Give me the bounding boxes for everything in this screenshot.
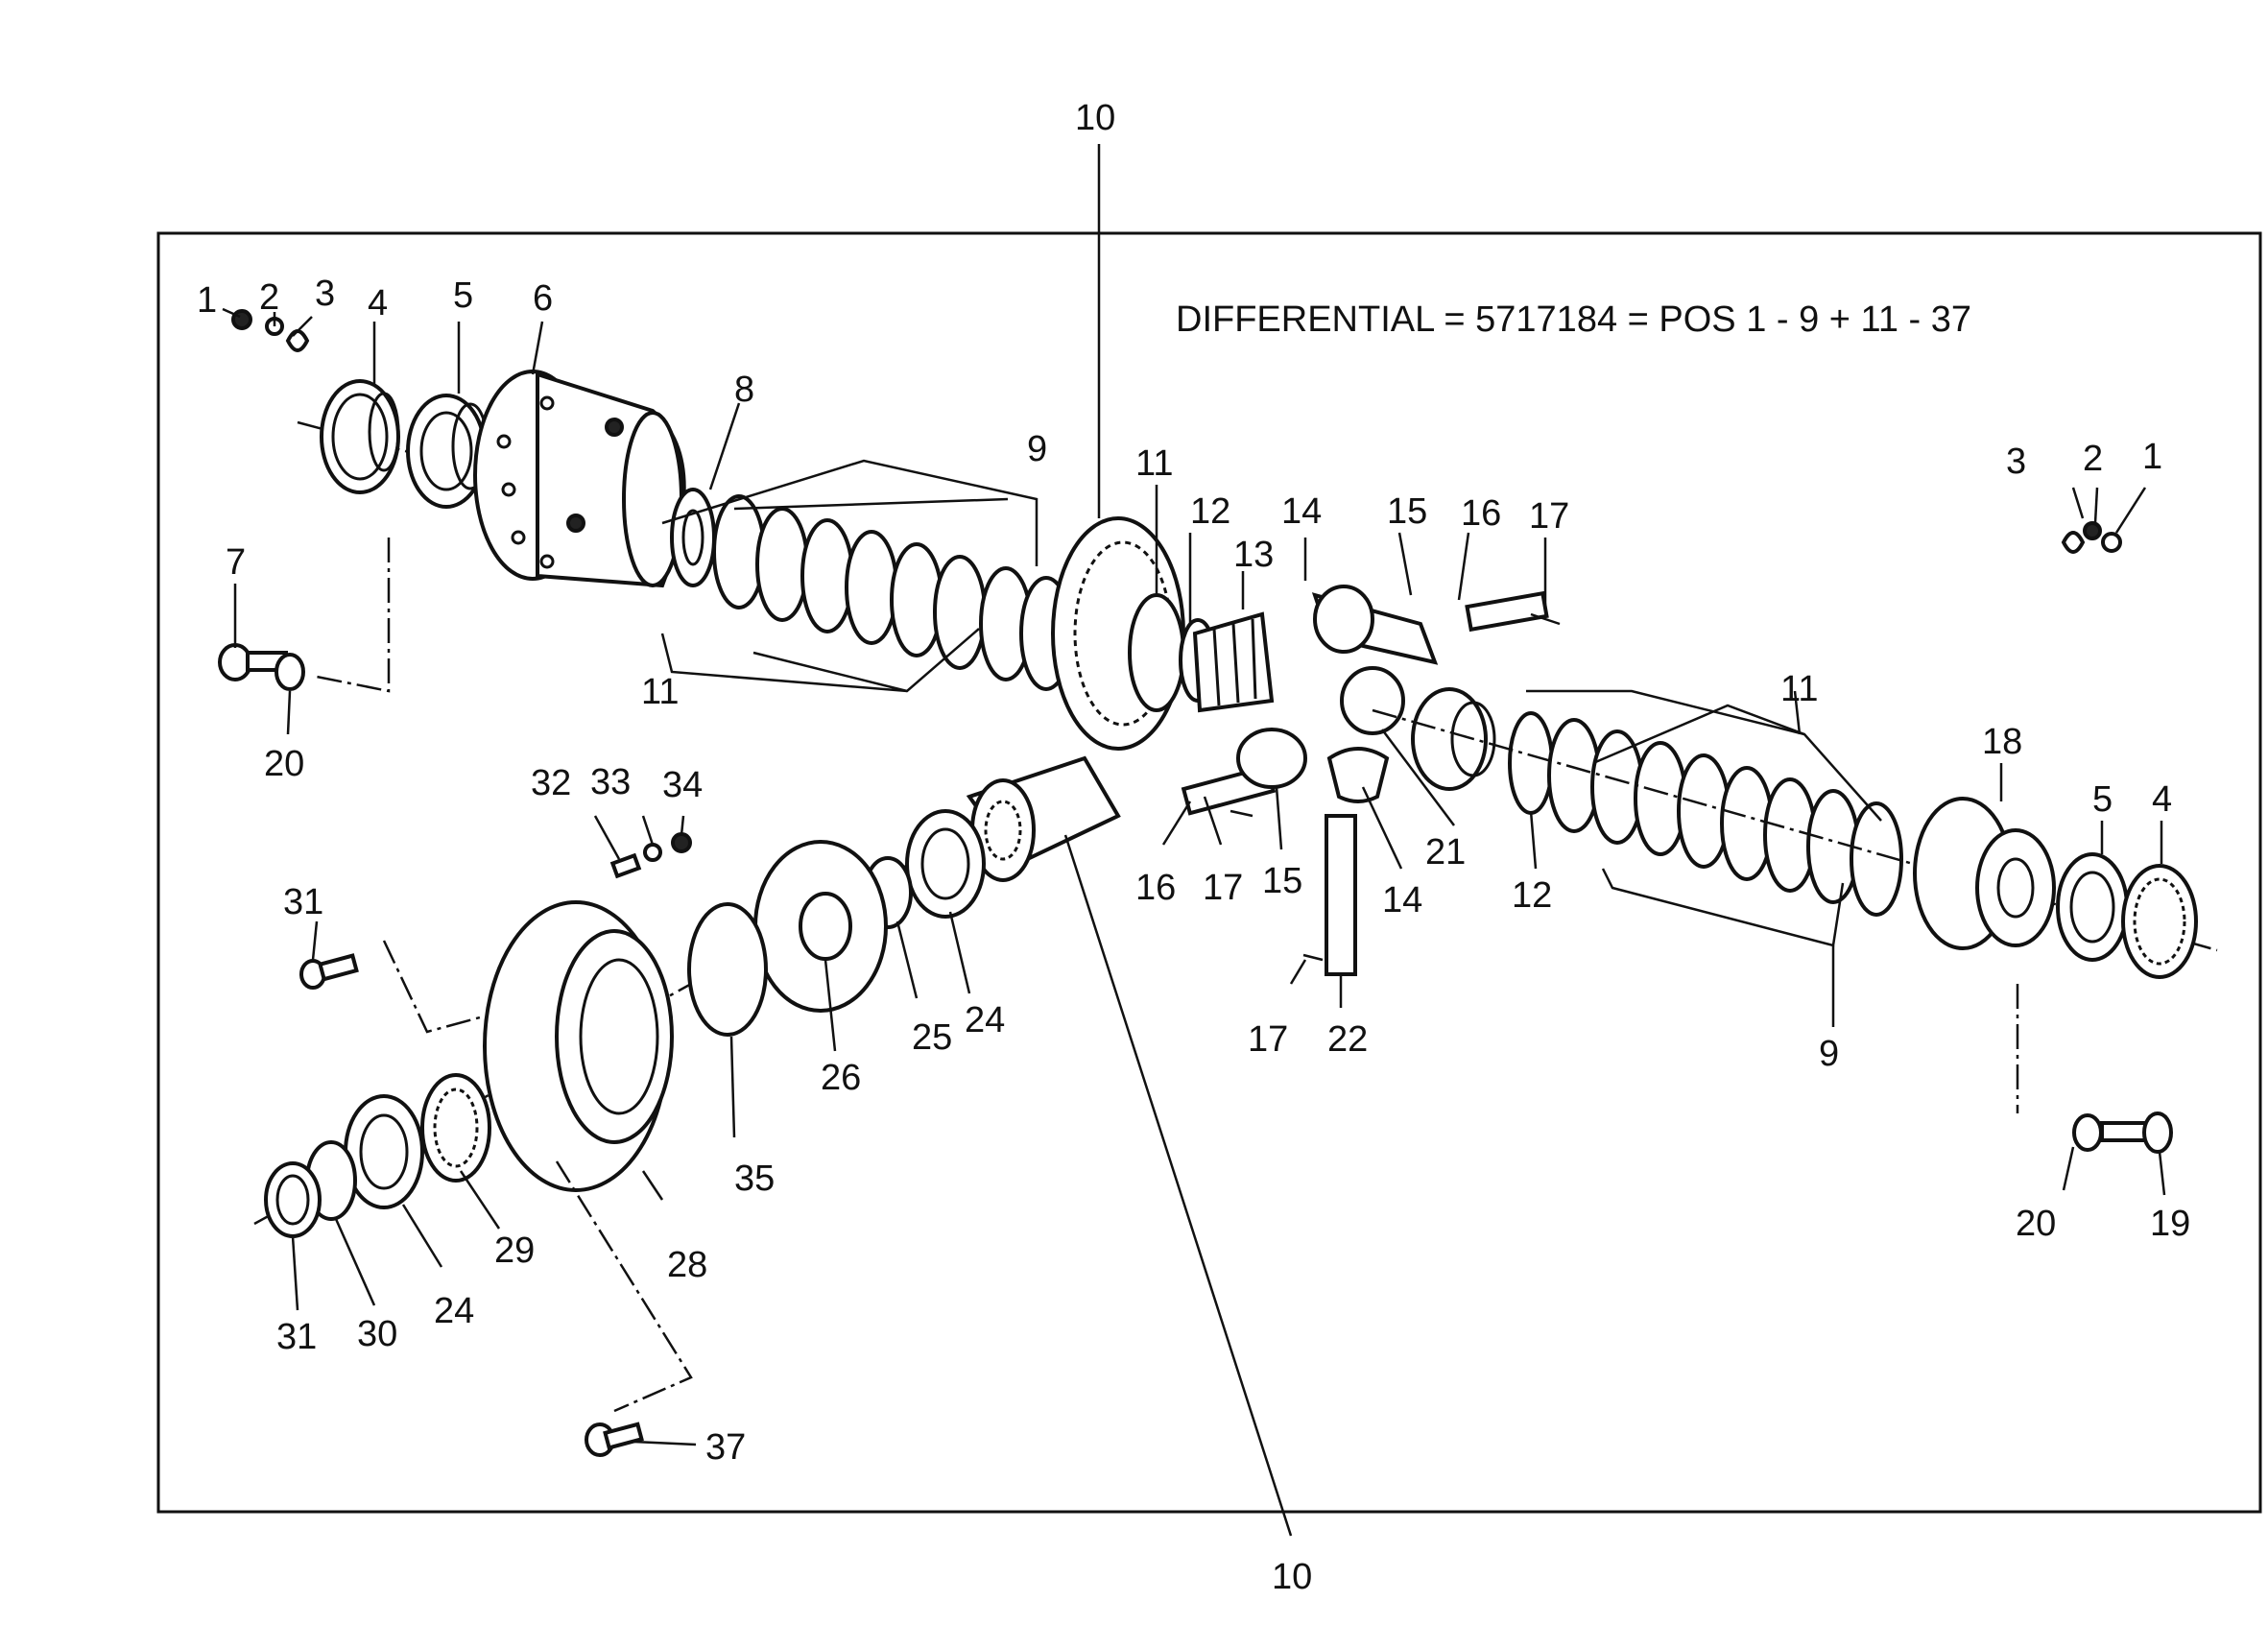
callout-11-right: 11 bbox=[1780, 669, 1818, 709]
spider-assembly bbox=[1181, 585, 1561, 976]
callout-2-right: 2 bbox=[2083, 439, 2103, 479]
bearing-part-24-upper bbox=[905, 809, 986, 919]
callout-21: 21 bbox=[1425, 832, 1466, 872]
oring-part-36 bbox=[687, 902, 768, 1037]
callout-20-right: 20 bbox=[2016, 1204, 2056, 1244]
side-gear-right bbox=[1411, 687, 1496, 791]
callout-25: 25 bbox=[912, 1017, 952, 1058]
bearing-part-24-lower bbox=[344, 1094, 424, 1209]
bearing-part-5-right bbox=[2056, 852, 2129, 962]
diagram-frame bbox=[156, 231, 2262, 1514]
bevel-gear-part-13 bbox=[1192, 611, 1275, 713]
callout-10-bottom: 10 bbox=[1272, 1557, 1312, 1597]
callout-32: 31 bbox=[283, 882, 323, 922]
callout-30: 30 bbox=[357, 1314, 397, 1354]
callout-labels: 10 10 1 2 3 4 5 6 8 9 11 11 12 13 14 15 … bbox=[197, 98, 2190, 1597]
leader-lines bbox=[222, 144, 2166, 1537]
diagram-caption: DIFFERENTIAL = 5717184 = POS 1 - 9 + 11 … bbox=[1176, 299, 1971, 340]
callout-4-left: 4 bbox=[368, 283, 388, 323]
callout-7: 7 bbox=[226, 542, 246, 583]
callout-17-upper: 17 bbox=[1529, 496, 1569, 537]
nut-part-31 bbox=[264, 1161, 322, 1238]
callout-9-upper: 9 bbox=[1027, 429, 1047, 469]
housing-part-18 bbox=[1913, 797, 2056, 950]
callout-36: 35 bbox=[734, 1159, 775, 1199]
callout-15-lower: 15 bbox=[1262, 861, 1302, 901]
callout-2-left: 2 bbox=[259, 277, 279, 318]
callout-3-left: 3 bbox=[315, 274, 335, 314]
pinion-part-10-lower bbox=[966, 755, 1121, 882]
flange-part-26 bbox=[753, 840, 888, 1013]
callout-18: 18 bbox=[1982, 722, 2022, 762]
callout-14-lower: 14 bbox=[1382, 880, 1422, 920]
callout-15-upper: 15 bbox=[1387, 491, 1427, 532]
bolt-part-32 bbox=[299, 940, 481, 1034]
fitting-parts-33-35 bbox=[609, 832, 692, 879]
callout-16-upper: 16 bbox=[1461, 493, 1501, 534]
ring-part-29 bbox=[420, 1073, 491, 1183]
callout-4-right: 4 bbox=[2152, 779, 2172, 820]
callout-17-lower: 17 bbox=[1248, 1019, 1288, 1060]
callout-24-lower: 24 bbox=[434, 1291, 474, 1331]
callout-5-left: 5 bbox=[453, 275, 473, 316]
callout-10-top: 10 bbox=[1075, 98, 1115, 138]
callout-24-upper: 24 bbox=[965, 1000, 1005, 1040]
bolt-part-37 bbox=[555, 1160, 693, 1457]
bearing-ring-part-4 bbox=[320, 379, 400, 494]
callout-16-lower: 16 bbox=[1135, 868, 1176, 908]
callout-1-right: 1 bbox=[2142, 437, 2162, 477]
clutch-discs-upper bbox=[712, 494, 1073, 691]
callout-19: 19 bbox=[2150, 1204, 2190, 1244]
callout-5-right: 5 bbox=[2092, 779, 2113, 820]
callout-12-lower: 12 bbox=[1512, 875, 1552, 916]
ring-gear-part-10 bbox=[1051, 516, 1185, 751]
callout-33: 32 bbox=[531, 763, 571, 803]
ring-part-8 bbox=[670, 488, 716, 587]
callout-6: 6 bbox=[533, 278, 553, 319]
bearing-ring-part-4-right bbox=[2121, 864, 2198, 979]
clutch-discs-lower-right bbox=[1508, 711, 1903, 917]
callout-14-upper: 14 bbox=[1281, 491, 1322, 532]
callout-34: 33 bbox=[590, 762, 631, 802]
housing-part-28 bbox=[483, 900, 674, 1192]
callout-17-mid: 17 bbox=[1203, 868, 1243, 908]
callout-13: 13 bbox=[1233, 535, 1274, 575]
housing-part-6 bbox=[473, 370, 686, 588]
callout-29: 29 bbox=[494, 1231, 535, 1271]
callout-9-lower: 9 bbox=[1819, 1034, 1839, 1074]
callout-28: 28 bbox=[667, 1245, 707, 1285]
callout-12-upper: 12 bbox=[1190, 491, 1230, 532]
callout-11-left: 11 bbox=[641, 672, 679, 712]
callout-26: 26 bbox=[821, 1058, 861, 1098]
callout-22: 22 bbox=[1327, 1019, 1368, 1060]
callout-11-upper: 11 bbox=[1135, 443, 1173, 484]
callout-20-left: 20 bbox=[264, 744, 304, 784]
callout-31: 31 bbox=[276, 1317, 317, 1357]
callout-35: 34 bbox=[662, 765, 703, 805]
screw-part-1-right bbox=[2061, 521, 2122, 554]
callout-37: 37 bbox=[705, 1427, 746, 1468]
callout-1-left: 1 bbox=[197, 280, 217, 321]
callout-3-right: 3 bbox=[2006, 442, 2026, 482]
callout-8: 8 bbox=[734, 370, 754, 410]
bolt-part-19 bbox=[2016, 984, 2173, 1154]
